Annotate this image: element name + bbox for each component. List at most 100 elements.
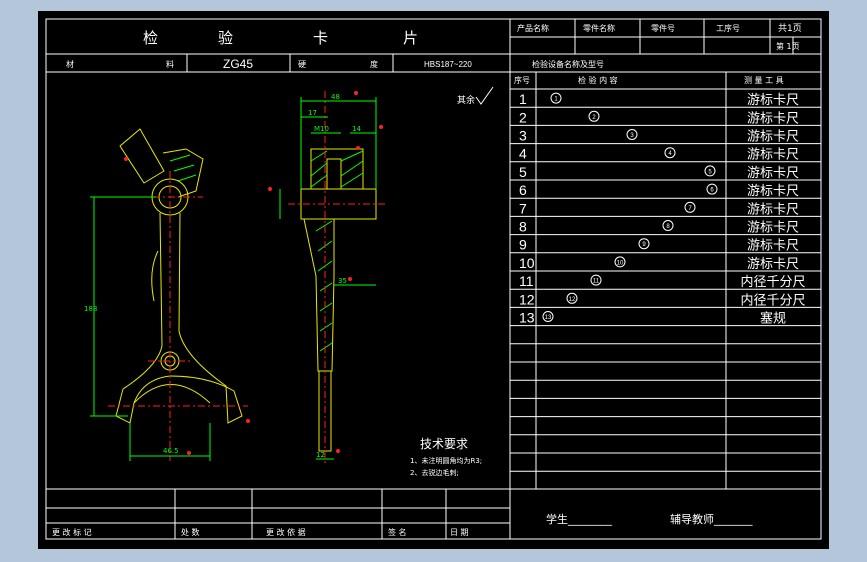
row-tool: 游标卡尺	[747, 202, 799, 217]
hardness-label-right: 度	[370, 59, 378, 69]
signature-label: 签 名	[388, 527, 407, 537]
row-seq: 7	[519, 200, 527, 216]
svg-text:片: 片	[403, 29, 418, 47]
total-pages: 共1页	[778, 23, 802, 34]
inspection-row: 10 10 游标卡尺	[519, 255, 799, 272]
part-no-label: 零件号	[651, 23, 675, 33]
row-mark-circle	[706, 183, 718, 195]
count-label: 处 数	[181, 527, 200, 537]
dim-35: 35	[338, 277, 347, 285]
row-mark-circle	[684, 201, 696, 213]
row-mark-circle	[638, 238, 650, 250]
row-mark: 1	[554, 97, 558, 103]
tech-requirements-title: 技术要求	[420, 437, 468, 451]
row-mark-circle	[704, 165, 716, 177]
row-seq: 8	[519, 219, 527, 235]
tech-note-1: 1、未注明圆角均为R3;	[410, 456, 482, 465]
dim-14: 14	[352, 125, 361, 133]
row-mark-circle	[662, 220, 674, 231]
change-doc-label: 更 改 依 据	[266, 527, 306, 537]
outer-frame	[45, 18, 822, 540]
row-mark: 7	[688, 206, 692, 212]
row-mark: 5	[708, 169, 712, 175]
row-tool: 游标卡尺	[747, 148, 799, 163]
tech-note-2: 2、去锐边毛刺;	[410, 468, 459, 477]
svg-text:验: 验	[218, 29, 233, 47]
row-seq: 5	[519, 164, 527, 180]
roughness-note: 其余	[457, 94, 475, 106]
hardness-value: HBS187~220	[424, 60, 472, 69]
seq-header: 序号	[514, 75, 530, 85]
front-view-drawing: 188 46.5	[84, 128, 250, 461]
dim-188: 188	[84, 305, 97, 313]
row-mark: 4	[668, 151, 672, 157]
inspection-card-sheet: 检 验 卡 片 产品名称 零件名称 零件号 工序号 共1页 第 1页 材 料 Z…	[38, 11, 829, 549]
inspection-row: 8 8 游标卡尺	[519, 219, 799, 236]
inspection-row: 7 7 游标卡尺	[519, 200, 799, 217]
row-mark-circle	[566, 292, 578, 304]
row-seq: 6	[519, 182, 527, 198]
tool-header: 测 量 工 具	[744, 76, 784, 85]
row-mark: 3	[630, 133, 634, 139]
row-mark: 8	[666, 224, 670, 230]
svg-text:检: 检	[143, 29, 158, 47]
row-tool: 游标卡尺	[747, 239, 799, 254]
section-view-drawing: 48 17 M10 14 35 12	[268, 91, 388, 466]
row-mark: 11	[593, 279, 600, 285]
row-mark: 10	[617, 260, 624, 266]
product-name-label: 产品名称	[517, 23, 549, 33]
content-header: 检 验 内 容	[578, 75, 618, 85]
dim-12: 12	[316, 451, 325, 459]
row-seq: 10	[519, 255, 535, 271]
row-tool: 游标卡尺	[747, 166, 799, 181]
card-title: 检 验 卡 片	[143, 29, 418, 47]
row-mark: 9	[642, 242, 646, 248]
row-seq: 2	[519, 109, 527, 125]
row-seq: 4	[519, 146, 527, 162]
inspection-row: 1 1 游标卡尺	[519, 91, 799, 108]
part-name-label: 零件名称	[583, 23, 615, 33]
row-mark: 13	[545, 315, 552, 321]
date-label: 日 期	[450, 528, 469, 537]
change-mark-label: 更 改 标 记	[52, 527, 92, 537]
dim-46-5: 46.5	[163, 447, 179, 455]
row-mark-circle	[590, 274, 602, 286]
row-tool: 塞规	[760, 311, 786, 327]
inspection-row: 6 6 游标卡尺	[519, 182, 799, 199]
row-mark: 6	[710, 188, 714, 194]
card-drawing: 检 验 卡 片 产品名称 零件名称 零件号 工序号 共1页 第 1页 材 料 Z…	[45, 18, 822, 540]
row-seq: 1	[519, 91, 527, 107]
row-tool: 游标卡尺	[747, 130, 799, 145]
material-label-left: 材	[66, 59, 74, 69]
row-mark-circle	[550, 92, 562, 104]
row-seq: 12	[519, 291, 535, 307]
row-mark: 12	[569, 297, 576, 303]
row-seq: 3	[519, 128, 527, 144]
row-tool: 内径千分尺	[740, 292, 805, 308]
material-value: ZG45	[223, 57, 253, 71]
row-mark-circle	[626, 129, 638, 140]
dim-m10: M10	[314, 125, 329, 133]
row-tool: 游标卡尺	[747, 257, 799, 272]
row-mark-circle	[664, 147, 676, 159]
row-tool: 内径千分尺	[740, 274, 805, 290]
page-no: 第 1页	[776, 41, 800, 51]
inspection-row: 3 3 游标卡尺	[519, 128, 799, 145]
row-tool: 游标卡尺	[747, 93, 799, 108]
row-mark-circle	[614, 256, 626, 268]
row-tool: 游标卡尺	[747, 184, 799, 199]
row-mark: 2	[592, 115, 596, 121]
teacher-signature: 辅导教师_______	[670, 512, 753, 526]
material-label-right: 料	[166, 59, 174, 69]
process-no-label: 工序号	[716, 23, 740, 33]
row-mark-circle	[542, 311, 554, 322]
inspection-row: 12 12 内径千分尺	[519, 291, 806, 308]
row-tool: 游标卡尺	[747, 221, 799, 236]
dim-17: 17	[308, 109, 317, 117]
equipment-label: 检验设备名称及型号	[532, 59, 604, 69]
